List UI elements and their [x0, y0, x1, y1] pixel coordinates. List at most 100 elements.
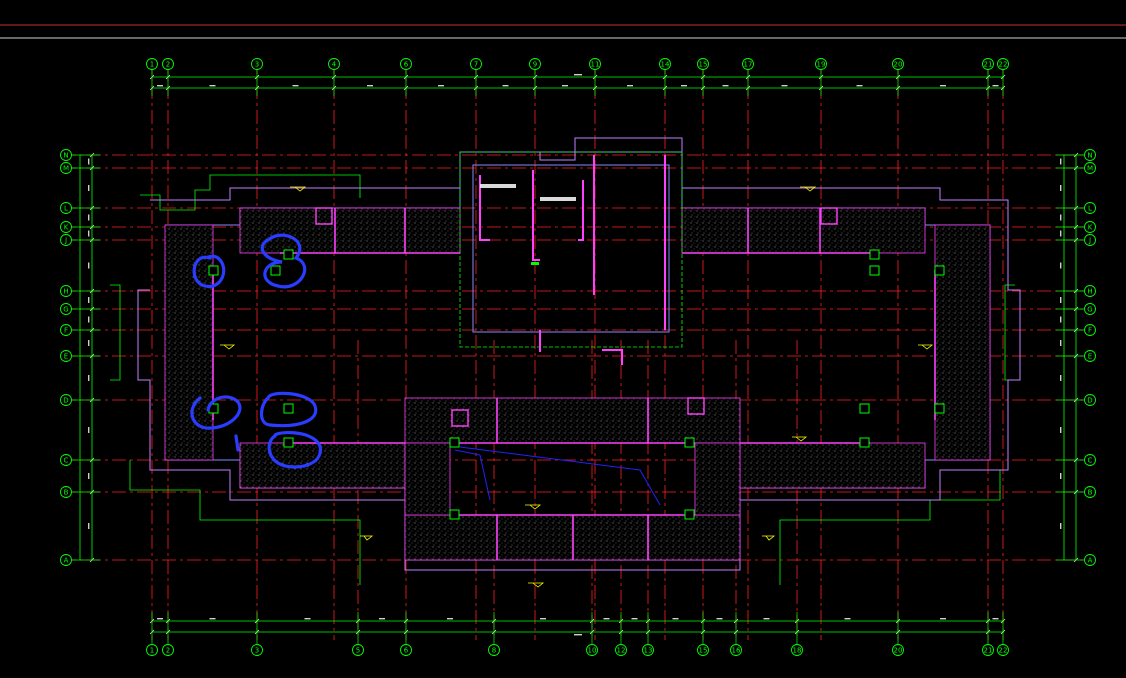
svg-text:2: 2 — [166, 647, 170, 655]
svg-text:L: L — [64, 205, 68, 213]
grid-bubble-right-G: G — [1084, 303, 1096, 315]
grid-bubble-bottom-12: 12 — [615, 644, 627, 656]
svg-text:B: B — [1088, 489, 1093, 497]
markup-circles — [190, 233, 322, 469]
grid-bubble-top-3: 3 — [251, 58, 263, 70]
grid-bubble-left-C: C — [60, 454, 72, 466]
svg-text:9: 9 — [533, 61, 537, 69]
svg-text:M: M — [1087, 165, 1093, 173]
grid-bubble-right-F: F — [1084, 324, 1096, 336]
grid-bubble-left-A: A — [60, 554, 72, 566]
svg-text:19: 19 — [817, 61, 826, 69]
grid-bubble-top-6: 6 — [400, 58, 412, 70]
grid-bubble-top-21: 21 — [982, 58, 994, 70]
markup-circle-5 — [267, 430, 322, 469]
svg-text:15: 15 — [699, 647, 708, 655]
slab-hatch — [164, 207, 991, 561]
svg-text:21: 21 — [984, 647, 993, 655]
grid-bubble-left-N: N — [60, 149, 72, 161]
grid-bubble-top-17: 17 — [742, 58, 754, 70]
grid-bubble-left-K: K — [60, 221, 72, 233]
markup-circle-4 — [259, 391, 318, 428]
grid-bubble-right-A: A — [1084, 554, 1096, 566]
grid-bubble-left-E: E — [60, 350, 72, 362]
svg-text:16: 16 — [732, 647, 741, 655]
svg-text:5: 5 — [356, 647, 360, 655]
grid-bubble-bottom-16: 16 — [730, 644, 742, 656]
grid-bubble-bottom-21: 21 — [982, 644, 994, 656]
grid-bubble-left-M: M — [60, 162, 72, 174]
svg-text:6: 6 — [404, 61, 409, 69]
grid-bubble-bottom-20: 20 — [892, 644, 904, 656]
svg-text:20: 20 — [894, 647, 903, 655]
svg-text:N: N — [1087, 152, 1092, 160]
grid-bubble-left-D: D — [60, 394, 72, 406]
grid-bubble-bottom-18: 18 — [791, 644, 803, 656]
svg-text:8: 8 — [492, 647, 496, 655]
grid-bubble-bottom-2: 2 — [162, 644, 174, 656]
walls — [212, 208, 936, 560]
markup-circle-2 — [260, 233, 307, 289]
svg-text:L: L — [1088, 205, 1092, 213]
grid-bubble-bottom-22: 22 — [997, 644, 1009, 656]
grid-bubble-left-H: H — [60, 285, 72, 297]
level-marks — [220, 186, 934, 588]
svg-text:J: J — [64, 237, 67, 245]
markup-circle-1 — [192, 254, 226, 288]
grid-bubble-top-4: 4 — [328, 58, 340, 70]
svg-text:E: E — [1088, 353, 1092, 361]
svg-text:7: 7 — [474, 61, 478, 69]
svg-text:G: G — [63, 306, 68, 314]
grid-bubble-right-E: E — [1084, 350, 1096, 362]
building-outline — [137, 137, 1021, 571]
grid-bubble-bottom-8: 8 — [488, 644, 500, 656]
grid-bubble-top-19: 19 — [815, 58, 827, 70]
grid-bubble-left-L: L — [60, 202, 72, 214]
grid-bubble-bottom-15: 15 — [697, 644, 709, 656]
svg-text:21: 21 — [984, 61, 993, 69]
grid-bubble-bottom-6: 6 — [400, 644, 412, 656]
grid-bubble-top-15: 15 — [697, 58, 709, 70]
svg-text:C: C — [64, 457, 69, 465]
svg-text:F: F — [64, 327, 68, 335]
svg-text:17: 17 — [744, 61, 753, 69]
svg-text:22: 22 — [999, 647, 1008, 655]
grid-bubble-right-J: J — [1084, 234, 1096, 246]
svg-text:F: F — [1088, 327, 1092, 335]
svg-text:A: A — [64, 557, 69, 565]
grid-bubble-right-M: M — [1084, 162, 1096, 174]
svg-text:1: 1 — [150, 647, 154, 655]
grid-bubble-bottom-13: 13 — [642, 644, 654, 656]
svg-text:D: D — [63, 397, 68, 405]
grid-bubble-right-H: H — [1084, 285, 1096, 297]
drawing-frame — [0, 24, 1126, 39]
svg-text:20: 20 — [894, 61, 903, 69]
grid-bubble-top-11: 11 — [589, 58, 601, 70]
svg-text:K: K — [1088, 224, 1093, 232]
grid-bubble-bottom-5: 5 — [352, 644, 364, 656]
grid-bubble-left-B: B — [60, 486, 72, 498]
grid-bubble-top-7: 7 — [470, 58, 482, 70]
svg-text:14: 14 — [661, 61, 670, 69]
svg-text:C: C — [1088, 457, 1093, 465]
svg-text:13: 13 — [644, 647, 653, 655]
svg-text:K: K — [64, 224, 69, 232]
grid-bubble-top-2: 2 — [162, 58, 174, 70]
svg-text:N: N — [63, 152, 68, 160]
markup-circle-3 — [190, 395, 242, 430]
svg-text:A: A — [1088, 557, 1093, 565]
central-core — [459, 151, 683, 365]
grid-bubble-top-22: 22 — [997, 58, 1009, 70]
svg-text:1: 1 — [150, 61, 154, 69]
grid-bubble-right-B: B — [1084, 486, 1096, 498]
grid-bubble-left-G: G — [60, 303, 72, 315]
grid-bubble-right-K: K — [1084, 221, 1096, 233]
dimension-lines — [79, 76, 1077, 633]
svg-text:15: 15 — [699, 61, 708, 69]
svg-text:3: 3 — [255, 647, 259, 655]
svg-text:B: B — [64, 489, 69, 497]
svg-text:3: 3 — [255, 61, 259, 69]
